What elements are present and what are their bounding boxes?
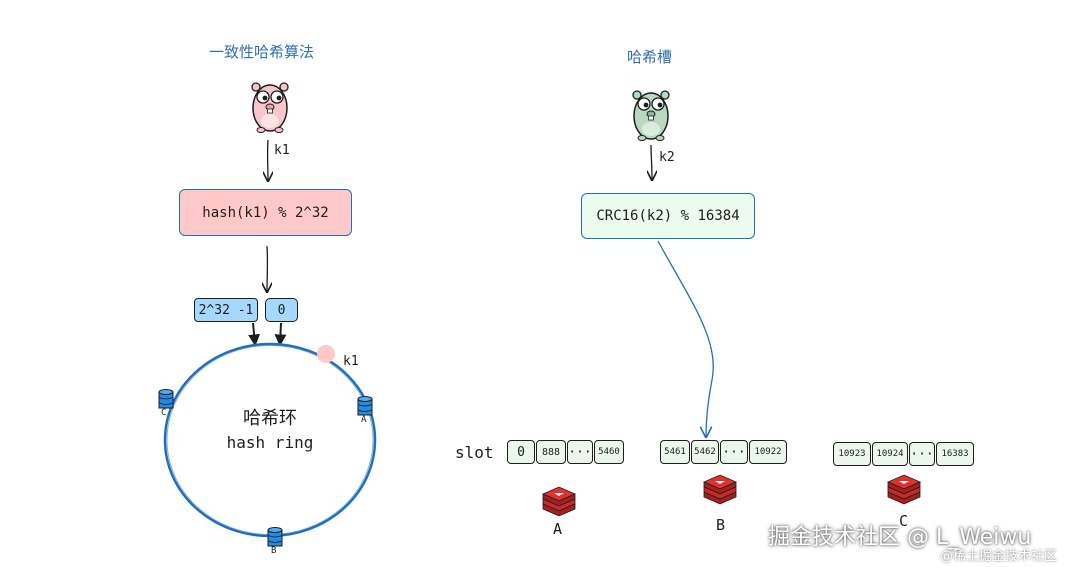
- ring-point-k1: [317, 345, 335, 363]
- slot-cell: ···: [720, 440, 748, 464]
- redis-node-c-label: C: [899, 512, 909, 530]
- range-zero-text: 0: [277, 302, 286, 318]
- slot-cell: 5460: [594, 440, 624, 464]
- slot-cell: 5461: [660, 440, 690, 464]
- database-icon-a: [357, 396, 373, 416]
- watermark-sub: @稀土掘金技术社区: [940, 549, 1058, 564]
- hash-slot-title: 哈希槽: [627, 48, 673, 66]
- slot-label: slot: [455, 443, 494, 462]
- slot-cell: 0: [507, 440, 535, 464]
- redis-icon-a: [542, 486, 576, 517]
- range-zero-box: 0: [265, 298, 298, 322]
- slot-cell: ···: [909, 442, 935, 466]
- database-icon-c: [158, 389, 174, 409]
- node-label-c: C: [161, 408, 167, 418]
- hash-formula-box: hash(k1) % 2^32: [179, 189, 352, 236]
- slot-cell: 10923: [833, 442, 871, 466]
- redis-icon-c: [887, 474, 921, 505]
- redis-node-a-label: A: [553, 520, 563, 538]
- slot-cell: 10924: [872, 442, 908, 466]
- consistent-hash-title: 一致性哈希算法: [209, 43, 315, 61]
- range-max-box: 2^32 -1: [194, 298, 258, 322]
- watermark-main: 掘金技术社区 @ L_Weiwu: [768, 525, 1032, 550]
- arrow-max-to-ring: [248, 322, 261, 347]
- slot-cell: 10922: [749, 440, 787, 464]
- gopher-green-icon: [632, 90, 670, 141]
- ring-title-cn: 哈希环: [243, 408, 297, 429]
- key-k2-label: k2: [659, 150, 675, 165]
- gopher-pink-icon: [251, 82, 289, 133]
- arrow-crc-to-slot: [657, 240, 714, 437]
- node-label-a: A: [361, 415, 367, 425]
- node-label-b: B: [271, 546, 277, 556]
- key-k1-label: k1: [274, 143, 290, 158]
- crc-formula-box: CRC16(k2) % 16384: [581, 193, 755, 239]
- ring-title-en: hash ring: [226, 433, 314, 452]
- slot-cell: 888: [536, 440, 566, 464]
- redis-icon-b: [703, 474, 737, 505]
- slot-cell: ···: [567, 440, 593, 464]
- arrow-zero-to-ring: [274, 322, 287, 347]
- database-icon-b: [267, 527, 283, 547]
- hash-formula-text: hash(k1) % 2^32: [202, 204, 329, 221]
- range-max-text: 2^32 -1: [198, 302, 254, 318]
- crc-formula-text: CRC16(k2) % 16384: [596, 208, 740, 224]
- ring-point-k1-label: k1: [343, 354, 359, 369]
- redis-node-b-label: B: [716, 516, 726, 534]
- slot-cell: 5462: [691, 440, 719, 464]
- arrow-gopher-to-crc: [651, 144, 652, 180]
- slot-cell: 16383: [936, 442, 974, 466]
